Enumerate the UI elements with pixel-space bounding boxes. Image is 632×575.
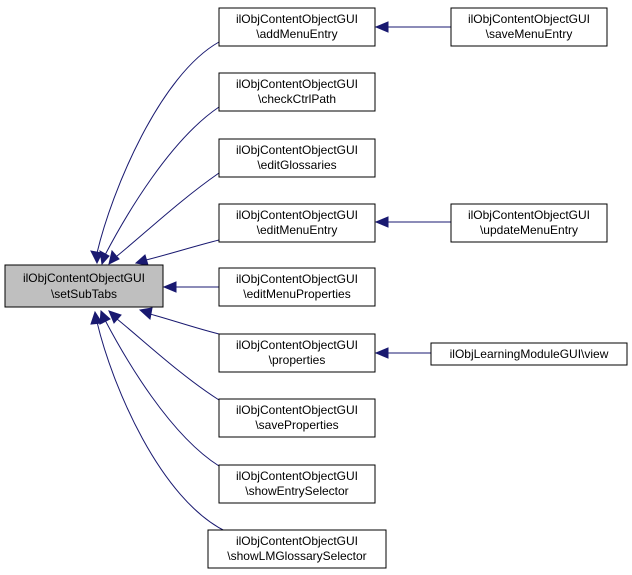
node-line2: \saveMenuEntry bbox=[486, 27, 573, 41]
node-editMenuProperties[interactable]: ilObjContentObjectGUI \editMenuPropertie… bbox=[218, 267, 376, 307]
node-line1: ilObjContentObjectGUI bbox=[236, 208, 358, 222]
node-checkCtrlPath[interactable]: ilObjContentObjectGUI \checkCtrlPath bbox=[218, 72, 376, 112]
edge-editGlossaries-to-focus bbox=[116, 172, 220, 257]
node-line2: \editMenuProperties bbox=[243, 287, 350, 301]
edge-properties-to-focus bbox=[149, 313, 220, 335]
edge-arrowhead bbox=[374, 21, 389, 33]
node-line1: ilObjContentObjectGUI bbox=[468, 208, 590, 222]
node-saveMenuEntry[interactable]: ilObjContentObjectGUI \saveMenuEntry bbox=[450, 7, 608, 47]
node-line2: \showEntrySelector bbox=[245, 484, 348, 498]
node-view[interactable]: ilObjLearningModuleGUI\view bbox=[430, 342, 628, 366]
edge-arrowhead bbox=[108, 249, 120, 265]
node-editMenuEntry[interactable]: ilObjContentObjectGUI \editMenuEntry bbox=[218, 203, 376, 243]
edge-arrowhead bbox=[374, 216, 389, 228]
node-focus-setSubTabs[interactable]: ilObjContentObjectGUI \setSubTabs bbox=[4, 264, 164, 308]
edge-arrowhead bbox=[99, 250, 110, 266]
node-line2: \properties bbox=[269, 353, 326, 367]
node-line2: \checkCtrlPath bbox=[258, 92, 336, 106]
node-line1: ilObjContentObjectGUI bbox=[236, 143, 358, 157]
node-line1: ilObjContentObjectGUI bbox=[236, 12, 358, 26]
node-line2: \updateMenuEntry bbox=[480, 223, 578, 237]
node-saveProperties[interactable]: ilObjContentObjectGUI \saveProperties bbox=[218, 398, 376, 438]
edge-arrowhead bbox=[162, 281, 177, 293]
node-line2: \editMenuEntry bbox=[257, 223, 338, 237]
node-addMenuEntry[interactable]: ilObjContentObjectGUI \addMenuEntry bbox=[218, 7, 376, 47]
edge-showEntrySelector-to-focus bbox=[104, 319, 220, 467]
edge-arrowhead bbox=[99, 309, 111, 325]
edge-arrowhead bbox=[90, 310, 103, 325]
node-line1: ilObjContentObjectGUI bbox=[236, 272, 358, 286]
edge-checkCtrlPath-to-focus bbox=[104, 106, 220, 256]
node-line2: \showLMGlossarySelector bbox=[227, 549, 366, 563]
node-line1: ilObjContentObjectGUI bbox=[236, 338, 358, 352]
node-properties[interactable]: ilObjContentObjectGUI \properties bbox=[218, 333, 376, 373]
edge-arrowhead bbox=[374, 347, 389, 359]
edge-arrowhead bbox=[90, 250, 103, 265]
node-showEntrySelector[interactable]: ilObjContentObjectGUI \showEntrySelector bbox=[218, 464, 376, 504]
edge-arrowhead bbox=[138, 307, 153, 320]
edge-editMenuEntry-to-focus bbox=[145, 239, 220, 261]
node-showLMGlossarySelector[interactable]: ilObjContentObjectGUI \showLMGlossarySel… bbox=[207, 529, 387, 569]
edge-arrowhead bbox=[108, 310, 122, 324]
node-updateMenuEntry[interactable]: ilObjContentObjectGUI \updateMenuEntry bbox=[450, 203, 608, 243]
edge-arrowhead bbox=[134, 254, 149, 266]
edge-saveProperties-to-focus bbox=[116, 318, 220, 401]
node-line2: \addMenuEntry bbox=[256, 27, 337, 41]
node-line2: \editGlossaries bbox=[257, 158, 336, 172]
node-line2: \saveProperties bbox=[255, 418, 338, 432]
node-line1: ilObjContentObjectGUI bbox=[468, 12, 590, 26]
edge-showLMGlossarySelector-to-focus bbox=[96, 321, 228, 533]
node-line1: ilObjContentObjectGUI bbox=[236, 534, 358, 548]
edges-layer bbox=[90, 21, 451, 533]
node-focus-line2: \setSubTabs bbox=[51, 287, 117, 301]
node-line1: ilObjContentObjectGUI bbox=[236, 77, 358, 91]
node-editGlossaries[interactable]: ilObjContentObjectGUI \editGlossaries bbox=[218, 138, 376, 178]
node-line1: ilObjContentObjectGUI bbox=[236, 403, 358, 417]
node-focus-line1: ilObjContentObjectGUI bbox=[23, 271, 145, 285]
edge-addMenuEntry-to-focus bbox=[96, 41, 220, 254]
node-line1: ilObjContentObjectGUI bbox=[236, 469, 358, 483]
node-line1: ilObjLearningModuleGUI\view bbox=[450, 347, 609, 361]
